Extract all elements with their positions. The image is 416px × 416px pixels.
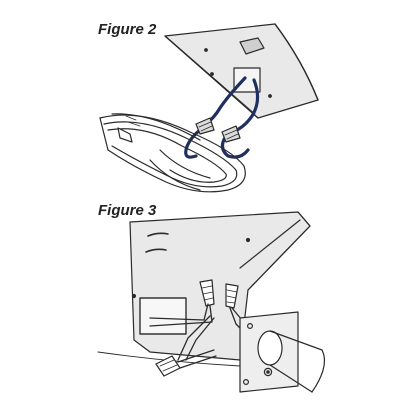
wire-nut-pair xyxy=(199,279,239,309)
figure-2-illustration xyxy=(99,23,319,193)
loose-wire-nut xyxy=(155,349,217,377)
enclosure-panel xyxy=(97,211,311,367)
gas-pipe xyxy=(257,330,325,393)
housing-panel xyxy=(164,23,319,119)
wire-nut-left xyxy=(195,117,215,135)
figure-3-illustration xyxy=(97,211,325,393)
coiled-cord-bundle xyxy=(99,113,246,193)
figure-3-label: Figure 3 xyxy=(98,202,157,219)
figure-2-label: Figure 2 xyxy=(98,21,157,38)
wire-nut-right xyxy=(221,125,241,143)
